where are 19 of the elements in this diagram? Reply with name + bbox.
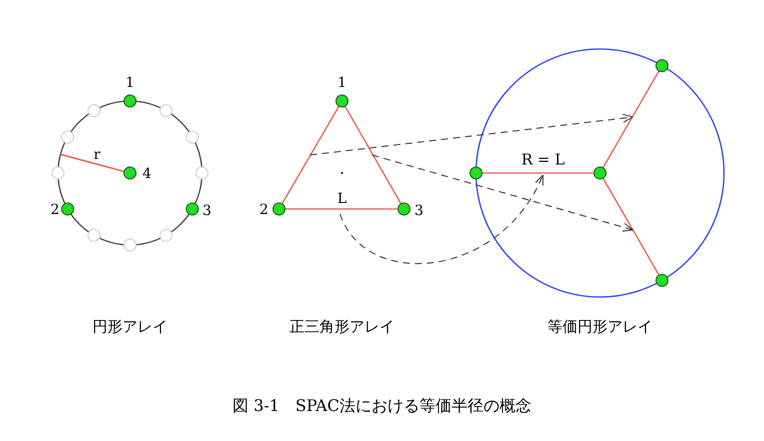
sensor-number: 2: [260, 203, 268, 217]
sensor-number: 1: [126, 76, 134, 90]
sensor-number: 3: [202, 204, 212, 218]
sensor-number: 4: [142, 167, 152, 181]
circular-array-drawing: [51, 94, 209, 252]
sensor-number: 2: [50, 203, 60, 217]
array-caption: 正三角形アレイ: [290, 320, 394, 334]
dashed-arrow: [340, 174, 544, 264]
array-caption: 円形アレイ: [92, 320, 168, 334]
dashed-arrow: [372, 154, 634, 232]
dimension-label: L: [337, 192, 347, 206]
sensor-number: 3: [414, 204, 424, 218]
dimension-label: R = L: [521, 152, 565, 168]
figure-caption: 図 3-1 SPAC法における等価半径の概念: [232, 396, 532, 415]
dashed-arrow: [310, 114, 634, 156]
array-caption: 等価円形アレイ: [548, 320, 652, 334]
triangle-array-drawing: [272, 94, 411, 216]
sensor-number: 1: [338, 76, 346, 90]
dimension-label: r: [94, 148, 100, 162]
